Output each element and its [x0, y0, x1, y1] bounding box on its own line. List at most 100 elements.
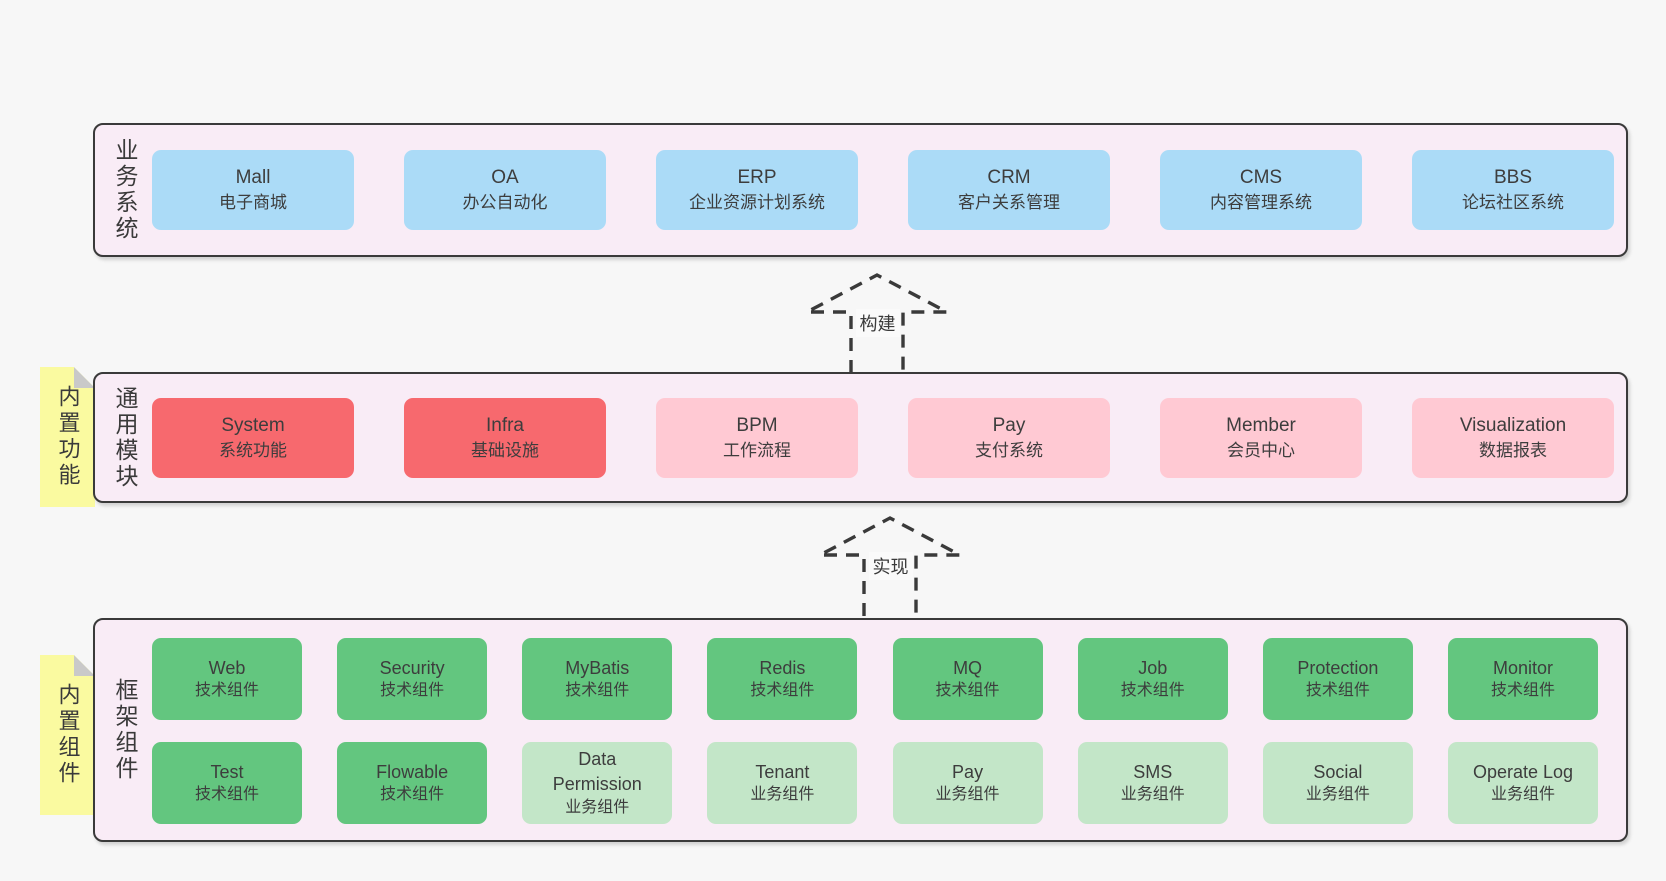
- box-redis: Redis 技术组件: [707, 638, 858, 720]
- dashed-up-arrow-icon: [806, 273, 948, 373]
- box-subtitle: 技术组件: [1120, 682, 1185, 700]
- panel-title: 框架组件: [112, 678, 138, 782]
- sticky-note-builtin-features: 内置功能: [40, 367, 95, 507]
- box-data-permission: Data Permission 业务组件: [522, 742, 673, 824]
- box-title: Pay: [952, 761, 984, 782]
- box-title: Monitor: [1492, 657, 1553, 678]
- box-subtitle: 业务组件: [1120, 786, 1185, 804]
- folded-corner-icon: [74, 655, 95, 676]
- box-erp: ERP 企业资源计划系统: [656, 150, 858, 230]
- panel-title: 业务系统: [112, 138, 138, 242]
- box-title: BBS: [1493, 167, 1533, 189]
- box-title: Protection: [1297, 657, 1379, 678]
- box-member: Member 会员中心: [1160, 398, 1362, 478]
- box-title: Tenant: [755, 761, 810, 782]
- box-subtitle: 工作流程: [723, 441, 791, 461]
- box-subtitle: 办公自动化: [462, 193, 548, 213]
- box-subtitle: 技术组件: [1490, 682, 1555, 700]
- folded-corner-icon: [74, 367, 95, 388]
- box-mybatis: MyBatis 技术组件: [522, 638, 673, 720]
- box-title: Redis: [759, 657, 806, 678]
- box-subtitle: 客户关系管理: [958, 193, 1060, 213]
- box-title: Data Permission: [552, 749, 642, 794]
- box-title: Test: [210, 761, 244, 782]
- box-title: Web: [208, 657, 246, 678]
- box-subtitle: 技术组件: [194, 786, 259, 804]
- box-oa: OA 办公自动化: [404, 150, 606, 230]
- box-subtitle: 支付系统: [975, 441, 1043, 461]
- box-subtitle: 基础设施: [471, 441, 539, 461]
- box-title: Member: [1226, 415, 1296, 437]
- box-subtitle: 会员中心: [1227, 441, 1295, 461]
- box-title: Job: [1138, 657, 1168, 678]
- box-bbs: BBS 论坛社区系统: [1412, 150, 1614, 230]
- note-label: 内置组件: [55, 683, 81, 787]
- box-web: Web 技术组件: [152, 638, 302, 720]
- box-subtitle: 企业资源计划系统: [689, 193, 825, 213]
- box-title: MQ: [953, 657, 983, 678]
- box-pay: Pay 支付系统: [908, 398, 1110, 478]
- box-subtitle: 技术组件: [565, 682, 630, 700]
- box-monitor: Monitor 技术组件: [1447, 638, 1598, 720]
- box-subtitle: 论坛社区系统: [1462, 193, 1564, 213]
- box-title: Visualization: [1459, 415, 1567, 437]
- box-subtitle: 技术组件: [380, 682, 445, 700]
- box-subtitle: 业务组件: [750, 786, 815, 804]
- box-subtitle: 系统功能: [219, 441, 287, 461]
- box-title: Infra: [485, 415, 525, 437]
- panel-common-modules: 通用模块 System 系统功能 Infra 基础设施 BPM 工作流程 Pay 支付系统 Me…: [93, 372, 1628, 503]
- box-title: CRM: [987, 167, 1031, 189]
- box-row: System 系统功能 Infra 基础设施 BPM 工作流程 Pay 支付系统 Member 会…: [152, 398, 1614, 478]
- box-subtitle: 数据报表: [1479, 441, 1547, 461]
- box-flowable: Flowable 技术组件: [337, 742, 488, 824]
- box-sms: SMS 业务组件: [1077, 742, 1228, 824]
- box-infra: Infra 基础设施: [404, 398, 606, 478]
- box-tenant: Tenant 业务组件: [707, 742, 858, 824]
- box-subtitle: 技术组件: [750, 682, 815, 700]
- box-crm: CRM 客户关系管理: [908, 150, 1110, 230]
- sticky-note-builtin-components: 内置组件: [40, 655, 95, 815]
- box-security: Security 技术组件: [337, 638, 488, 720]
- box-subtitle: 业务组件: [565, 798, 630, 816]
- box-subtitle: 技术组件: [380, 786, 445, 804]
- dashed-up-arrow-icon: [819, 516, 961, 616]
- box-title: CMS: [1239, 167, 1283, 189]
- box-subtitle: 内容管理系统: [1210, 193, 1312, 213]
- up-arrow-build: 构建: [795, 265, 960, 375]
- box-subtitle: 技术组件: [935, 682, 1000, 700]
- box-title: Security: [379, 657, 445, 678]
- box-title: Operate Log: [1472, 761, 1574, 782]
- box-title: SMS: [1133, 761, 1173, 782]
- arrow-label: 实现: [868, 552, 913, 580]
- box-subtitle: 技术组件: [194, 682, 259, 700]
- box-job: Job 技术组件: [1077, 638, 1228, 720]
- box-title: BPM: [736, 415, 778, 437]
- panel-title: 通用模块: [112, 385, 138, 490]
- box-pay: Pay 业务组件: [892, 742, 1043, 824]
- arrow-label: 构建: [855, 309, 900, 337]
- box-system: System 系统功能: [152, 398, 354, 478]
- box-title: Mall: [235, 167, 271, 189]
- box-title: MyBatis: [565, 657, 630, 678]
- box-visualization: Visualization 数据报表: [1412, 398, 1614, 478]
- box-title: System: [221, 415, 285, 437]
- box-mq: MQ 技术组件: [892, 638, 1043, 720]
- box-bpm: BPM 工作流程: [656, 398, 858, 478]
- box-title: ERP: [737, 167, 777, 189]
- box-subtitle: 业务组件: [935, 786, 1000, 804]
- box-test: Test 技术组件: [152, 742, 302, 824]
- box-subtitle: 业务组件: [1490, 786, 1555, 804]
- box-title: Flowable: [376, 761, 449, 782]
- box-title: Pay: [992, 415, 1026, 437]
- box-title: OA: [491, 167, 519, 189]
- note-label: 内置功能: [55, 385, 81, 489]
- box-subtitle: 业务组件: [1305, 786, 1370, 804]
